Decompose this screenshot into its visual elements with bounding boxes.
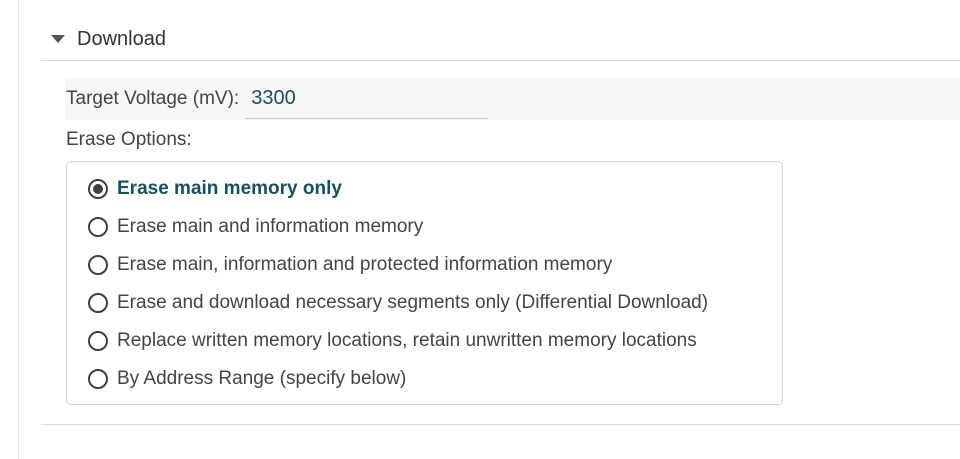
target-voltage-row: Target Voltage (mV): (65, 78, 960, 120)
erase-option-main-info-protected[interactable]: Erase main, information and protected in… (88, 250, 612, 280)
download-section-header[interactable]: Download (41, 18, 960, 61)
erase-option-differential[interactable]: Erase and download necessary segments on… (88, 288, 708, 318)
target-voltage-label: Target Voltage (mV): (66, 88, 240, 109)
radio-unselected-icon[interactable] (88, 217, 108, 237)
target-voltage-input[interactable] (245, 79, 489, 119)
erase-option-main-only[interactable]: Erase main memory only (88, 174, 342, 204)
erase-option-replace-written[interactable]: Replace written memory locations, retain… (88, 326, 697, 356)
section-bottom-divider (41, 424, 960, 425)
caret-down-icon[interactable] (51, 35, 65, 43)
radio-unselected-icon[interactable] (88, 369, 108, 389)
radio-unselected-icon[interactable] (88, 331, 108, 351)
radio-selected-icon[interactable] (88, 179, 108, 199)
left-divider (18, 0, 19, 459)
option-label: Erase and download necessary segments on… (117, 292, 709, 313)
radio-unselected-icon[interactable] (88, 255, 108, 275)
erase-options-label: Erase Options: (66, 129, 192, 150)
option-label: Replace written memory locations, retain… (117, 330, 697, 351)
erase-option-address-range[interactable]: By Address Range (specify below) (88, 364, 406, 394)
option-label: By Address Range (specify below) (117, 368, 407, 389)
option-label: Erase main, information and protected in… (117, 254, 613, 275)
option-label: Erase main memory only (117, 178, 342, 199)
radio-unselected-icon[interactable] (88, 293, 108, 313)
erase-options-group: Erase main memory only Erase main and in… (66, 161, 783, 405)
section-title: Download (77, 27, 166, 50)
option-label: Erase main and information memory (117, 216, 424, 237)
erase-option-main-and-info[interactable]: Erase main and information memory (88, 212, 423, 242)
